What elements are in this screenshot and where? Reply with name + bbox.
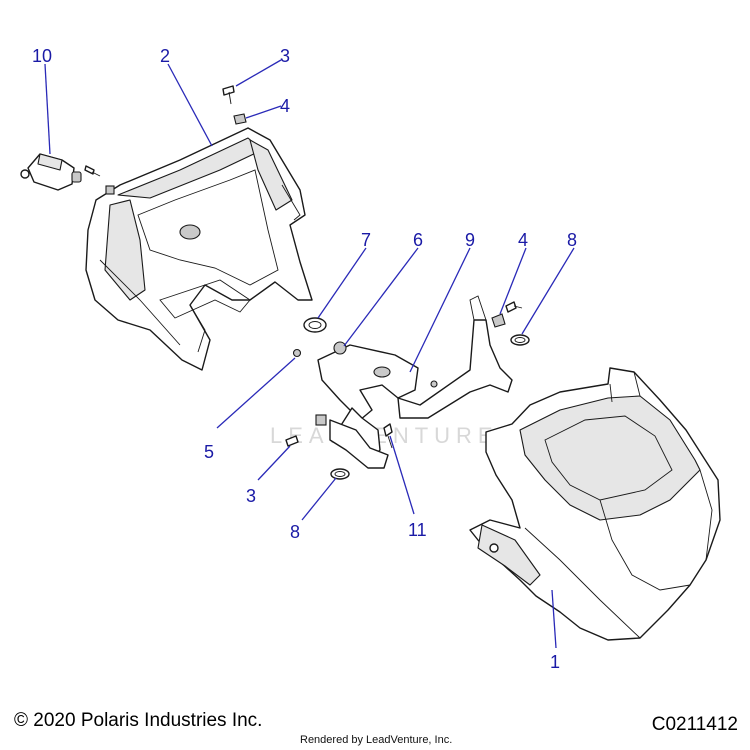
- callout-8-bottom: 8: [290, 522, 300, 542]
- callout-10: 10: [32, 46, 52, 66]
- part-1-lower-housing: [469, 367, 721, 641]
- copyright-notice: © 2020 Polaris Industries Inc.: [14, 710, 263, 731]
- watermark-text: LEADVENTURE: [270, 423, 499, 448]
- leader-3-top: [235, 59, 282, 87]
- callout-7: 7: [361, 230, 371, 250]
- leader-2: [167, 63, 213, 147]
- callout-8-right: 8: [567, 230, 577, 250]
- callout-5: 5: [204, 442, 214, 462]
- leader-4-right: [499, 247, 527, 315]
- callout-labels: 10 2 3 4 7 6 9 4 8 5 3 8 11 1: [32, 46, 577, 672]
- callout-3-bottom: 3: [246, 486, 256, 506]
- leader-3-bottom: [257, 445, 291, 481]
- part-2-upper-fairing: [85, 127, 313, 371]
- leader-7: [317, 247, 367, 319]
- leader-11: [389, 435, 415, 515]
- callout-4-right: 4: [518, 230, 528, 250]
- leader-1: [551, 589, 557, 649]
- drawing-id: C0211412: [651, 714, 738, 735]
- callout-6: 6: [413, 230, 423, 250]
- leader-9: [409, 247, 471, 373]
- callout-4-top: 4: [280, 96, 290, 116]
- part-10-lamp: [20, 153, 82, 191]
- leader-8-bottom: [301, 477, 337, 521]
- part-9-mount-bracket: [315, 295, 513, 469]
- callout-11: 11: [408, 520, 427, 540]
- rendered-by-credit: Rendered by LeadVenture, Inc.: [300, 734, 453, 746]
- leader-8-right: [521, 247, 575, 335]
- leader-10: [44, 63, 51, 155]
- callout-9: 9: [465, 230, 475, 250]
- callout-1: 1: [550, 652, 560, 672]
- leader-5: [216, 357, 296, 429]
- leader-lines: [44, 59, 575, 649]
- leader-6: [343, 247, 419, 347]
- small-fasteners-middle: [285, 301, 530, 480]
- callout-3-top: 3: [280, 46, 290, 66]
- leader-4-top: [245, 105, 282, 119]
- small-fasteners-upper: [84, 85, 247, 195]
- callout-2: 2: [160, 46, 170, 66]
